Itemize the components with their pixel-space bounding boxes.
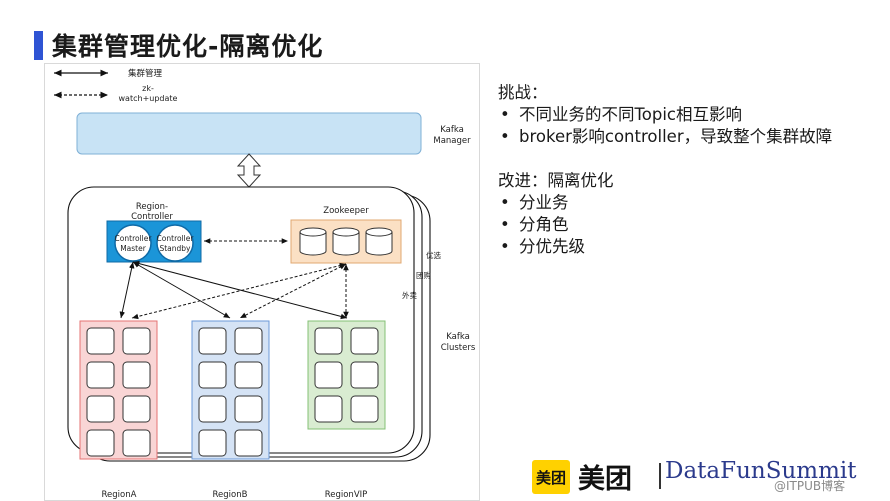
zookeeper-node-2: [332, 227, 360, 256]
kafka-manager-label-1: Kafka: [440, 125, 464, 135]
broker-node: [86, 361, 115, 389]
controller-master-label-2: Master: [120, 244, 147, 253]
challenge-item: 不同业务的不同Topic相互影响: [498, 104, 878, 126]
controller-regiona-arrow: [119, 261, 135, 319]
broker-node: [350, 395, 379, 423]
improvement-list: 分业务 分角色 分优先级: [498, 192, 878, 258]
page-title: 集群管理优化-隔离优化: [52, 32, 324, 61]
region-controller-label-2: Controller: [131, 212, 173, 222]
controller-standby-label-1: Controller: [157, 234, 195, 243]
zookeeper-label: Zookeeper: [323, 206, 369, 216]
controller-master-label-1: Controller: [115, 234, 153, 243]
region-b-label: RegionB: [213, 490, 248, 500]
broker-node: [234, 429, 263, 457]
region-a-label: RegionA: [102, 490, 137, 500]
meituan-logo: 美团: [532, 460, 570, 494]
title-accent-bar: [34, 31, 43, 60]
cluster-tag-tuangou: 团购: [416, 270, 431, 280]
broker-node: [350, 361, 379, 389]
improvement-heading: 改进：隔离优化: [498, 171, 614, 190]
improvement-item: 分优先级: [498, 236, 878, 258]
broker-node: [86, 327, 115, 355]
controller-standby-node: [156, 224, 194, 262]
improvement-item: 分角色: [498, 214, 878, 236]
broker-node: [122, 429, 151, 457]
legend-solid-label: 集群管理: [128, 68, 163, 79]
zookeeper-node-1: [299, 227, 327, 256]
region-vip-label: RegionVIP: [325, 490, 368, 500]
meituan-wordmark: 美团: [578, 464, 632, 495]
legend: 集群管理 zk- watch+update: [54, 68, 178, 103]
broker-node: [314, 327, 343, 355]
description-panel: 挑战： 不同业务的不同Topic相互影响 broker影响controller，…: [498, 82, 878, 258]
legend-dotted-label-2: watch+update: [119, 94, 178, 103]
broker-node: [314, 361, 343, 389]
zookeeper-node-3: [365, 227, 393, 256]
watermark: @ITPUB博客: [774, 479, 846, 493]
broker-node: [314, 395, 343, 423]
challenge-item: broker影响controller，导致整个集群故障: [498, 126, 878, 148]
broker-node: [198, 395, 227, 423]
broker-node: [86, 395, 115, 423]
broker-node: [198, 361, 227, 389]
cluster-tag-youxuan: 优选: [426, 250, 441, 260]
broker-node: [198, 327, 227, 355]
cluster-tag-waimai: 外卖: [402, 290, 417, 300]
region-a-brokers: [86, 327, 151, 457]
broker-node: [234, 327, 263, 355]
broker-node: [350, 327, 379, 355]
broker-node: [234, 395, 263, 423]
kafka-clusters-label-2: Clusters: [441, 343, 476, 353]
kafka-clusters-label-1: Kafka: [446, 332, 470, 342]
region-vip-brokers: [314, 327, 379, 423]
region-controller-label-1: Region-: [136, 202, 168, 212]
region-b-brokers: [198, 327, 263, 457]
broker-node: [198, 429, 227, 457]
broker-node: [86, 429, 115, 457]
broker-node: [234, 361, 263, 389]
logo-separator: [659, 463, 661, 489]
datafun-logo: DataFunSummit: [665, 458, 857, 484]
architecture-diagram: 集群管理 zk- watch+update Kafka Manager 优选 团…: [44, 63, 480, 501]
broker-node: [122, 395, 151, 423]
legend-dotted-label-1: zk-: [142, 84, 154, 93]
controller-master-node: [114, 224, 152, 262]
challenge-heading: 挑战：: [498, 83, 548, 102]
kafka-manager-label-2: Manager: [433, 136, 471, 146]
broker-node: [122, 327, 151, 355]
improvement-item: 分业务: [498, 192, 878, 214]
controller-standby-label-2: Standby: [159, 244, 191, 253]
broker-node: [122, 361, 151, 389]
footer-logos: 美团 美团 DataFunSummit: [532, 457, 882, 497]
kafka-manager-box: [76, 112, 422, 155]
challenge-list: 不同业务的不同Topic相互影响 broker影响controller，导致整个…: [498, 104, 878, 148]
